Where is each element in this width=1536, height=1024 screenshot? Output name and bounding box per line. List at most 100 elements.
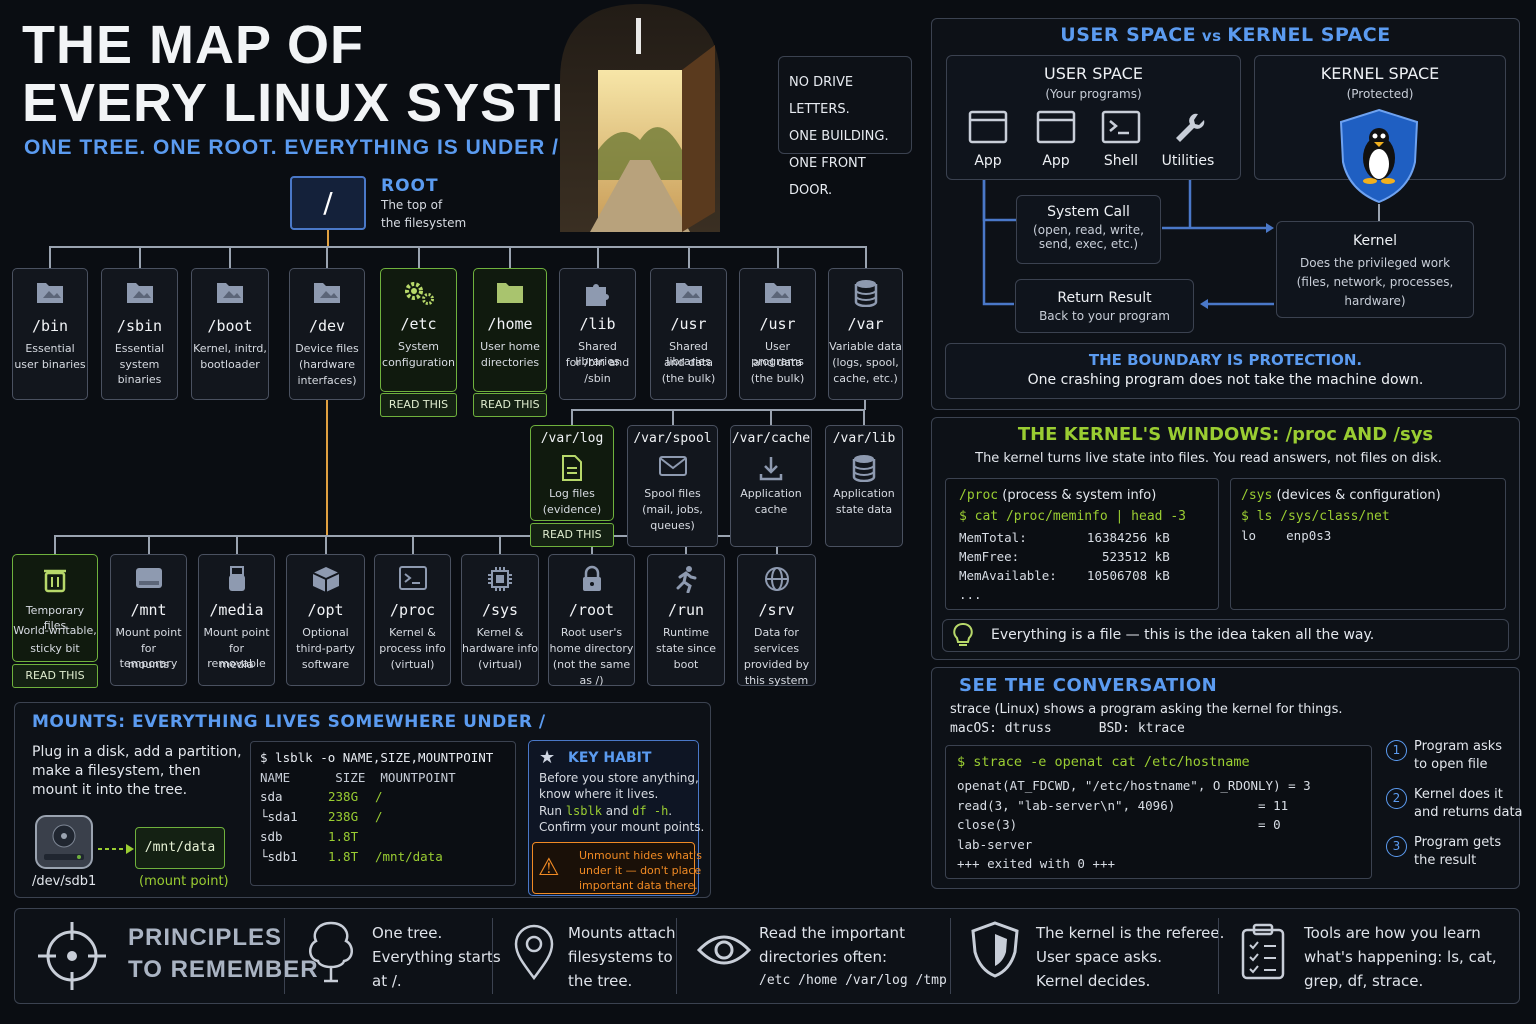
dir-name: /run — [667, 601, 705, 619]
dir-name: /sys — [481, 601, 519, 619]
dir-desc: third-party — [296, 642, 355, 655]
tree-connector — [327, 230, 329, 246]
step-text-2: the result — [1414, 853, 1477, 868]
lsblk-mountpoint: / — [375, 789, 383, 804]
kernel-space-title: KERNEL SPACE — [1320, 64, 1440, 83]
proc-output-row: MemAvailable: 10506708 kB — [959, 568, 1170, 583]
dir-desc: bootloader — [200, 358, 260, 371]
tree-connector — [411, 535, 414, 554]
home-folder-icon — [474, 279, 546, 305]
tree-icon — [304, 919, 358, 989]
notice-line1: NO DRIVE LETTERS. — [789, 75, 854, 117]
database-icon — [829, 279, 902, 307]
principle-line-1: Read the important — [759, 924, 905, 942]
key-habit-line2: know where it lives. — [539, 787, 659, 801]
terminal-icon — [375, 565, 450, 591]
dir-desc: Runtime — [663, 626, 709, 639]
principle-line-1: Tools are how you learn — [1304, 924, 1481, 942]
principle-line-3: the tree. — [568, 972, 633, 990]
trash-icon — [13, 565, 97, 593]
key-habit-line4: Confirm your mount points. — [539, 820, 705, 834]
principle-line-2: filesystems to — [568, 948, 673, 966]
dir-desc: for temporary — [119, 642, 178, 670]
dir-desc: state since — [656, 642, 716, 655]
lsblk-name: sda — [260, 789, 283, 804]
dir-desc: directories — [480, 356, 540, 369]
dir-desc: Device files — [295, 342, 359, 355]
dir-desc: Kernel, initrd, — [193, 342, 267, 355]
dir-name: /media — [209, 601, 264, 619]
kernel-connector — [1378, 204, 1380, 222]
kernel-line3: (files, network, processes, — [1296, 275, 1454, 289]
principle-line-1: The kernel is the referee. — [1036, 924, 1225, 942]
notice-box: NO DRIVE LETTERS. ONE BUILDING. ONE FRON… — [778, 56, 912, 198]
dir-name: /dev — [308, 317, 346, 335]
folder-icon — [192, 279, 268, 305]
syscall-title: System Call — [1047, 204, 1130, 220]
read-this-badge[interactable]: READ THIS — [530, 523, 614, 547]
proc-terminal: /proc (process & system info) $ cat /pro… — [945, 478, 1219, 610]
syscall-line2: (open, read, write, — [1033, 223, 1144, 237]
dir-name: /opt — [307, 601, 344, 619]
lightbulb-icon — [952, 622, 974, 654]
read-this-badge[interactable]: READ THIS — [12, 664, 98, 688]
dir-desc: Kernel & — [389, 626, 436, 639]
dir-desc: (virtual) — [390, 658, 435, 671]
dir-desc: software — [301, 658, 350, 671]
read-this-badge[interactable]: READ THIS — [473, 393, 547, 417]
runner-icon — [648, 565, 724, 593]
tree-connector — [54, 535, 56, 554]
folder-icon — [13, 279, 87, 305]
dir-desc: User home — [480, 340, 540, 353]
warning-line1: Unmount hides what's — [579, 849, 703, 862]
dir-name: /sbin — [116, 317, 163, 335]
tree-connector — [235, 535, 238, 554]
mount-target-box[interactable]: /mnt/data — [135, 827, 225, 869]
location-pin-icon — [512, 924, 556, 984]
dir-name: /mnt — [130, 601, 167, 619]
lsblk-size: 1.8T — [328, 829, 359, 844]
root-node[interactable]: / — [290, 176, 366, 230]
tree-connector — [776, 246, 779, 268]
lsblk-header: NAME SIZE MOUNTPOINT — [260, 770, 456, 785]
document-icon — [531, 454, 613, 482]
dir-desc: and data — [753, 356, 802, 369]
dir-desc: Essential — [25, 342, 75, 355]
user-space-sub: (Your programs) — [1045, 87, 1142, 101]
dir-desc: Shared libraries — [666, 340, 711, 368]
lsblk-size: 1.8T — [328, 849, 359, 864]
dir-desc: process info — [379, 642, 446, 655]
principle-line-3: Kernel decides. — [1036, 972, 1151, 990]
dir-desc: Root user's — [560, 626, 623, 639]
usb-icon — [199, 565, 274, 593]
lsblk-size: 238G — [328, 809, 359, 824]
disk-label: /dev/sdb1 — [32, 874, 97, 889]
key-habit-line1: Before you store anything, — [539, 771, 699, 785]
folder-icon — [102, 279, 177, 305]
step-number-badge: 2 — [1386, 788, 1407, 809]
read-this-badge[interactable]: READ THIS — [380, 393, 457, 417]
